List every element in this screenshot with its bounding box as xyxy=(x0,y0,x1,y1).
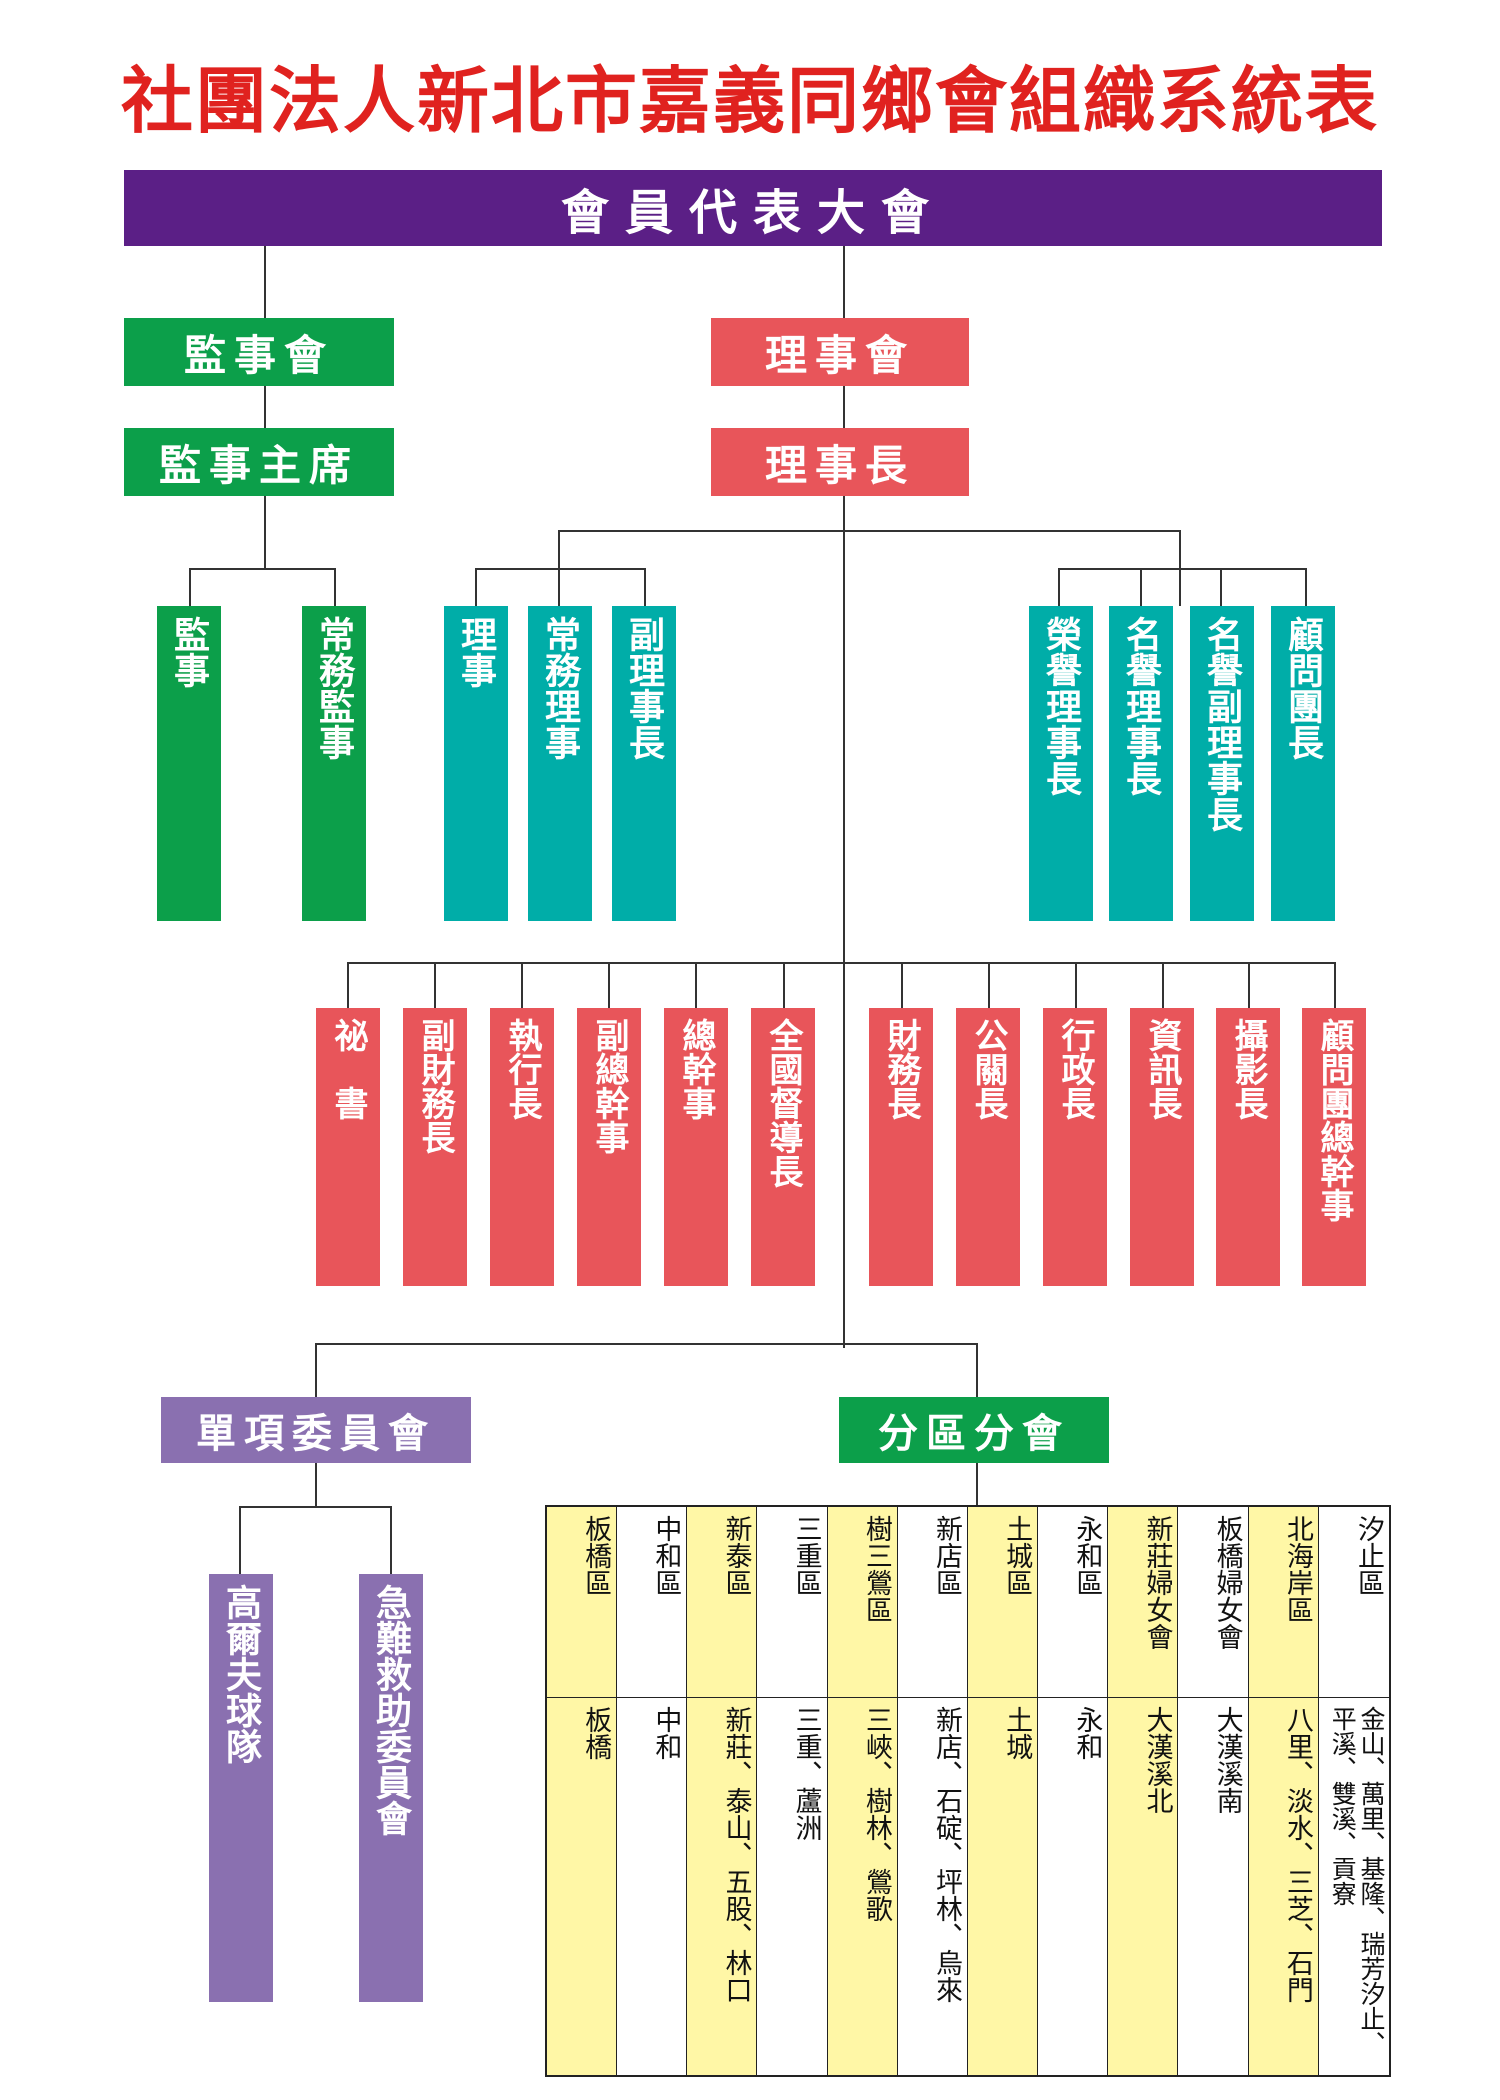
finance-box: 財務長 xyxy=(869,1008,933,1286)
deputy-general-secretary-box: 副總幹事 xyxy=(577,1008,641,1286)
director-box: 理事 xyxy=(444,606,508,921)
supervisors-board-box: 監事會 xyxy=(124,318,394,386)
branch-area-cell: 板橋 xyxy=(547,1698,618,2075)
branch-area-cell: 三峽、樹林、鶯歌 xyxy=(827,1698,898,2075)
branch-name-cell: 三重區 xyxy=(757,1507,828,1698)
branch-name-cell: 樹三鶯區 xyxy=(827,1507,898,1698)
advisory-head-box: 顧問團長 xyxy=(1271,606,1335,921)
branch-name-cell: 新店區 xyxy=(897,1507,968,1698)
branch-area-cell: 土城 xyxy=(967,1698,1039,2075)
standing-director-box: 常務理事 xyxy=(528,606,592,921)
photography-box: 攝影長 xyxy=(1216,1008,1280,1286)
branch-name-cell: 新泰區 xyxy=(687,1507,758,1698)
branch-name-cell: 土城區 xyxy=(967,1507,1039,1698)
supervisor-box: 監事 xyxy=(157,606,221,921)
deputy-finance-box: 副財務長 xyxy=(403,1008,467,1286)
emergency-relief-box: 急難救助委員會 xyxy=(359,1574,423,2002)
branch-name-cell: 板橋婦女會 xyxy=(1178,1507,1249,1698)
directors-board-box: 理事會 xyxy=(711,318,969,386)
honorary-chairman-box: 榮譽理事長 xyxy=(1029,606,1093,921)
advisory-general-secretary-box: 顧問團總幹事 xyxy=(1302,1008,1366,1286)
national-supervisor-box: 全國督導長 xyxy=(751,1008,815,1286)
golf-team-box: 高爾夫球隊 xyxy=(209,1574,273,2002)
administration-box: 行政長 xyxy=(1043,1008,1107,1286)
branch-area-cell: 中和 xyxy=(617,1698,688,2075)
branches-table: 板橋區 中和區 新泰區 三重區 樹三鶯區 新店區 土城區 永和區 新莊婦女會 板… xyxy=(545,1505,1391,2077)
branch-name-cell: 永和區 xyxy=(1038,1507,1109,1698)
emeritus-chairman-box: 名譽理事長 xyxy=(1109,606,1173,921)
branch-area-cell: 三重、蘆洲 xyxy=(757,1698,828,2075)
vice-chairman-box: 副理事長 xyxy=(612,606,676,921)
branch-area-cell: 新莊、泰山、五股、林口 xyxy=(687,1698,758,2075)
chart-title: 社團法人新北市嘉義同鄉會組織系統表 xyxy=(120,58,1379,143)
emeritus-vice-chairman-box: 名譽副理事長 xyxy=(1190,606,1254,921)
secretary-box: 祕 書 xyxy=(316,1008,380,1286)
standing-supervisor-box: 常務監事 xyxy=(302,606,366,921)
general-secretary-box: 總幹事 xyxy=(664,1008,728,1286)
executive-director-box: 執行長 xyxy=(490,1008,554,1286)
public-relations-box: 公關長 xyxy=(956,1008,1020,1286)
branch-name-cell: 汐止區 xyxy=(1318,1507,1389,1698)
branch-area-cell: 永和 xyxy=(1038,1698,1109,2075)
branch-area-cell: 八里、淡水、三芝、石門 xyxy=(1248,1698,1319,2075)
branches-box: 分區分會 xyxy=(839,1397,1109,1463)
branch-name-cell: 北海岸區 xyxy=(1248,1507,1319,1698)
supervisors-chair-box: 監事主席 xyxy=(124,428,394,496)
branch-area-cell: 新店、石碇、坪林、烏來 xyxy=(897,1698,968,2075)
branch-area-cell: 大漢溪北 xyxy=(1108,1698,1179,2075)
branch-name-cell: 板橋區 xyxy=(547,1507,618,1698)
information-box: 資訊長 xyxy=(1130,1008,1194,1286)
general-assembly-box: 會員代表大會 xyxy=(124,170,1382,246)
directors-chair-box: 理事長 xyxy=(711,428,969,496)
committees-box: 單項委員會 xyxy=(161,1397,471,1463)
branch-area-cell: 大漢溪南 xyxy=(1178,1698,1249,2075)
branch-name-cell: 中和區 xyxy=(617,1507,688,1698)
branch-area-cell: 金山、萬里、基隆、瑞芳汐止、平溪、雙溪、貢寮 xyxy=(1318,1698,1389,2075)
branch-name-cell: 新莊婦女會 xyxy=(1108,1507,1179,1698)
